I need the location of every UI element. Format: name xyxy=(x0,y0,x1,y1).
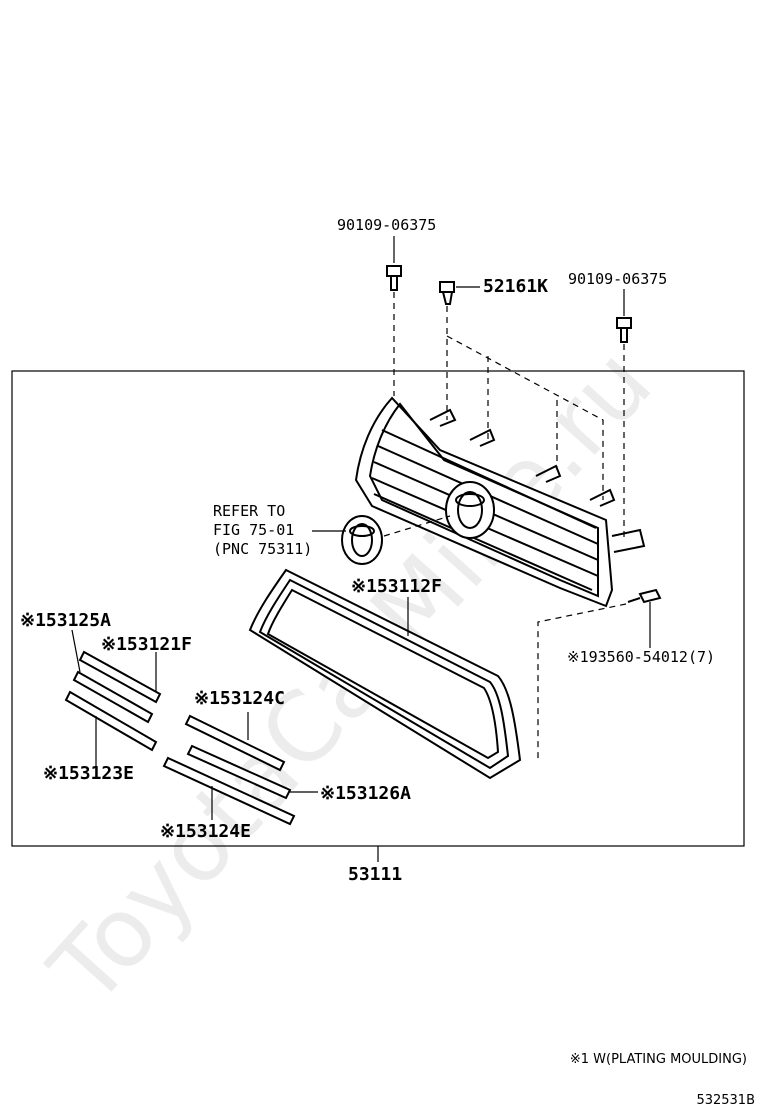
strip-121f-drawing xyxy=(78,650,162,704)
label-assembly: 53111 xyxy=(348,864,402,885)
strip-125a-drawing xyxy=(72,670,154,724)
footnote-plating-moulding: ※1 W(PLATING MOULDING) xyxy=(570,1052,747,1067)
outer-moulding-drawing xyxy=(248,568,522,780)
bolt-left-icon xyxy=(386,265,402,396)
label-bolt-left: 90109-06375 xyxy=(337,216,436,234)
figure-code: 532531B xyxy=(696,1093,755,1108)
label-refer-line3: (PNC 75311) xyxy=(213,540,312,558)
strip-123e-drawing xyxy=(64,690,158,752)
radiator-grille-drawing xyxy=(354,396,646,608)
strip-126a-drawing xyxy=(186,744,292,800)
label-strip-125a: ※153125A xyxy=(20,610,111,631)
clip-guide-lines xyxy=(446,335,604,500)
label-clip: 52161K xyxy=(483,276,548,297)
strip-124e-drawing xyxy=(162,756,296,826)
screw-icon xyxy=(627,588,662,604)
label-refer-line2: FIG 75-01 xyxy=(213,521,294,539)
label-strip-124e: ※153124E xyxy=(160,821,251,842)
label-strip-124c: ※153124C xyxy=(194,688,285,709)
label-refer-line1: REFER TO xyxy=(213,502,285,520)
label-strip-123e: ※153123E xyxy=(43,763,134,784)
strip-124c-drawing xyxy=(184,714,286,772)
emblem-guide xyxy=(383,515,451,537)
label-bolt-right: 90109-06375 xyxy=(568,270,667,288)
label-strip-121f: ※153121F xyxy=(101,634,192,655)
strip-125a-leader xyxy=(71,629,81,673)
bolt-right-icon xyxy=(616,317,632,540)
toyota-emblem-icon xyxy=(341,515,383,565)
clip-icon xyxy=(439,281,455,420)
label-outer-moulding: ※153112F xyxy=(351,576,442,597)
label-strip-126a: ※153126A xyxy=(320,783,411,804)
label-screw: ※193560-54012(7) xyxy=(567,648,715,666)
screw-guide xyxy=(537,603,627,760)
